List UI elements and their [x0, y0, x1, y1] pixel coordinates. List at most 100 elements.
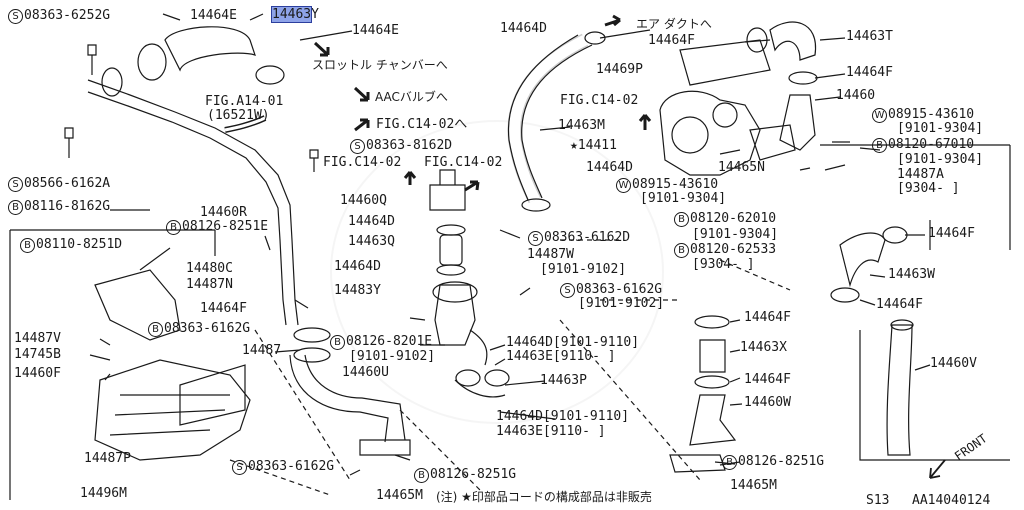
label-14464D-9101-b: 14464D[9101-9110]	[496, 409, 630, 424]
label-14460U: 14460U	[342, 365, 389, 380]
front-arrow-icon	[929, 459, 946, 479]
label-14464F-r3: 14464F	[876, 297, 923, 312]
label-14745B: 14745B	[14, 347, 61, 362]
hose-14463M	[507, 34, 579, 201]
label-14464F-top: 14464F	[648, 33, 695, 48]
hose-14463Q	[439, 234, 463, 266]
label-14464D-mid: 14464D	[586, 160, 633, 175]
label-date-9101-9102-c: [9101-9102]	[578, 296, 665, 311]
label-14464E-top: 14464E	[190, 8, 237, 23]
turbocharger-14411	[659, 90, 761, 176]
label-14496M: 14496M	[80, 486, 127, 501]
label-14464F-r1: 14464F	[846, 65, 893, 80]
label-14464F-left: 14464F	[200, 301, 247, 316]
highlight-14463[interactable]: 14463	[270, 6, 313, 23]
arrow-up-icon	[403, 171, 417, 185]
label-14465M-right: 14465M	[730, 478, 777, 493]
label-14464F-c2: 14464F	[744, 372, 791, 387]
label-14487: 14487	[242, 343, 282, 358]
label-fig-a14: FIG.A14-01	[205, 94, 284, 109]
intake-pipe-14460R-inner	[87, 91, 287, 326]
label-14465M: 14465M	[376, 488, 423, 503]
bracket-14487P	[179, 364, 246, 426]
label-14460: 14460	[836, 88, 876, 103]
label-14463P: 14463P	[540, 373, 587, 388]
label-fig-c14-3: FIG.C14-02	[424, 155, 503, 170]
hose-14463P	[454, 379, 506, 398]
bracket-14460Q	[429, 169, 466, 211]
label-throttle: スロットル チャンバーへ	[312, 58, 448, 72]
label-14483Y: 14483Y	[334, 283, 381, 298]
arrow-figc14-icon	[354, 118, 370, 132]
arrow-turbo-icon	[638, 114, 652, 130]
label-aac: AACバルブへ	[375, 90, 448, 104]
label-14463E-9110-b: 14463E[9110- ]	[496, 424, 606, 439]
bolt-08363-6252G	[87, 44, 97, 75]
hose-14463Y	[164, 26, 256, 72]
pipe-14460U	[289, 354, 389, 443]
label-16521w: (16521W)	[207, 108, 270, 123]
gasket-14465M-right	[669, 454, 726, 473]
hose-14463W	[839, 232, 886, 288]
label-14487W: 14487W	[527, 247, 574, 262]
air-guide-14496M	[94, 359, 251, 461]
label-fig-c14-1: FIG.C14-02へ	[376, 117, 468, 132]
bracket-frame-left	[9, 229, 216, 500]
watermark-emblem	[330, 120, 664, 424]
label-date-9101-9304-d: [9101-9304]	[692, 227, 779, 242]
gasket-14465M	[359, 439, 411, 456]
label-14463W: 14463W	[888, 267, 935, 282]
label-14463M: 14463M	[558, 118, 605, 133]
label-date-9101-9102-b: [9101-9102]	[540, 262, 627, 277]
label-fig-c14-4: FIG.C14-02	[560, 93, 639, 108]
label-14463X: 14463X	[740, 340, 787, 355]
label-14460F: 14460F	[14, 366, 61, 381]
pipe-14460V	[886, 324, 913, 456]
label-diagram-code: AA14040124	[912, 493, 991, 508]
arrow-right-icon	[464, 180, 480, 192]
arrow-aac-icon	[353, 86, 370, 102]
label-date-9101-9304-c: [9101-9304]	[640, 191, 727, 206]
pipe-14460W	[689, 394, 737, 446]
hose-14463X	[699, 339, 726, 373]
hose-14463T	[769, 21, 817, 61]
label-14463Y[interactable]: 14463Y	[270, 6, 319, 23]
label-14460V: 14460V	[930, 356, 977, 371]
label-14463E-9110: 14463E[9110- ]	[506, 349, 616, 364]
label-14460R: 14460R	[200, 205, 247, 220]
flange-14460	[779, 94, 816, 151]
label-14469P: 14469P	[596, 62, 643, 77]
label-duct: エア ダクトへ	[636, 17, 712, 31]
label-14487A: 14487A	[897, 167, 944, 182]
label-date-9304-a: [9304- ]	[897, 181, 960, 196]
label-14460W: 14460W	[744, 395, 791, 410]
label-14464F-c1: 14464F	[744, 310, 791, 325]
label-14464F-r2: 14464F	[928, 226, 975, 241]
label-14464D-w: 14464D	[334, 259, 381, 274]
gasket-14465N	[749, 124, 796, 161]
label-14480C: 14480C	[186, 261, 233, 276]
label-14463T: 14463T	[846, 29, 893, 44]
clamp-14464E-right	[255, 65, 285, 85]
label-14487V: 14487V	[14, 331, 61, 346]
pipe-14469P	[679, 39, 771, 86]
label-14465N: 14465N	[718, 160, 765, 175]
label-14464E: 14464E	[352, 23, 399, 38]
